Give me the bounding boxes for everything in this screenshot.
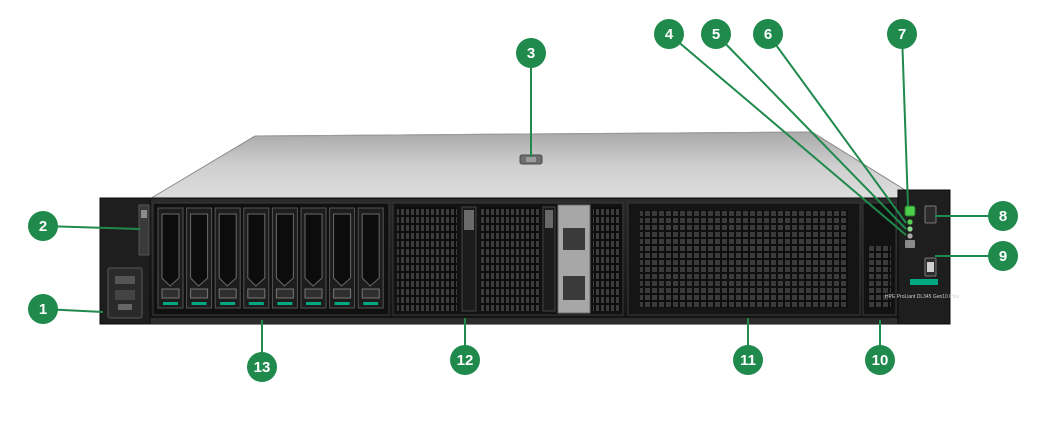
- callout-marker: [733, 345, 763, 375]
- callout-number: 12: [457, 352, 474, 369]
- callout-5: 5: [701, 19, 731, 49]
- callout-marker: [865, 345, 895, 375]
- server-top-cover: [146, 131, 906, 201]
- hpe-model-label: HPE ProLiant DL345 Gen10 Plus: [885, 294, 959, 300]
- callout-number: 13: [254, 359, 271, 376]
- callout-leader-line: [767, 33, 907, 224]
- uid-button[interactable]: [905, 240, 915, 248]
- power-button[interactable]: [904, 205, 916, 217]
- drive-bay[interactable]: [329, 207, 356, 309]
- callout-leader-line: [668, 33, 907, 236]
- callout-number: 1: [39, 301, 47, 318]
- sff-drive-bays: [157, 207, 384, 309]
- callout-number: 2: [39, 218, 47, 235]
- callout-4: 4: [654, 19, 684, 49]
- serial-label-pull-tab: [138, 204, 150, 256]
- callout-number: 8: [999, 208, 1007, 225]
- uid-led: [907, 233, 913, 239]
- drive-bay[interactable]: [300, 207, 327, 309]
- callout-1: 1: [28, 294, 58, 324]
- callout-number: 4: [665, 26, 674, 43]
- callout-marker: [450, 345, 480, 375]
- callout-marker: [988, 241, 1018, 271]
- callout-number: 5: [712, 26, 720, 43]
- health-led: [907, 219, 913, 225]
- callout-8: 8: [988, 201, 1018, 231]
- callout-12: 12: [450, 345, 480, 375]
- callout-marker: [247, 352, 277, 382]
- callout-marker: [753, 19, 783, 49]
- callout-leader-line: [42, 225, 141, 230]
- callout-7: 7: [887, 19, 917, 49]
- drive-bay[interactable]: [186, 207, 213, 309]
- drive-bay[interactable]: [243, 207, 270, 309]
- callout-number: 10: [872, 352, 889, 369]
- callout-marker: [28, 211, 58, 241]
- callout-11: 11: [733, 345, 763, 375]
- callout-number: 6: [764, 26, 772, 43]
- callout-10: 10: [865, 345, 895, 375]
- callout-6: 6: [753, 19, 783, 49]
- callout-number: 9: [999, 248, 1007, 265]
- callout-2: 2: [28, 211, 58, 241]
- callout-marker: [654, 19, 684, 49]
- callout-number: 7: [898, 26, 906, 43]
- hpe-logo-bar: [910, 279, 938, 285]
- callout-leader-line: [901, 33, 909, 207]
- callout-number: 3: [527, 45, 535, 62]
- drive-bay[interactable]: [157, 207, 184, 309]
- callout-marker: [516, 38, 546, 68]
- callout-13: 13: [247, 352, 277, 382]
- drive-bay[interactable]: [357, 207, 384, 309]
- nic-led: [907, 226, 913, 232]
- callout-marker: [701, 19, 731, 49]
- callout-marker: [28, 294, 58, 324]
- ilo-service-port: [924, 205, 937, 224]
- callout-number: 11: [740, 352, 756, 369]
- callout-leader-line: [715, 33, 907, 230]
- callout-marker: [887, 19, 917, 49]
- callout-marker: [988, 201, 1018, 231]
- callout-9: 9: [988, 241, 1018, 271]
- drive-bay[interactable]: [214, 207, 241, 309]
- drive-bay[interactable]: [271, 207, 298, 309]
- callout-3: 3: [516, 38, 546, 68]
